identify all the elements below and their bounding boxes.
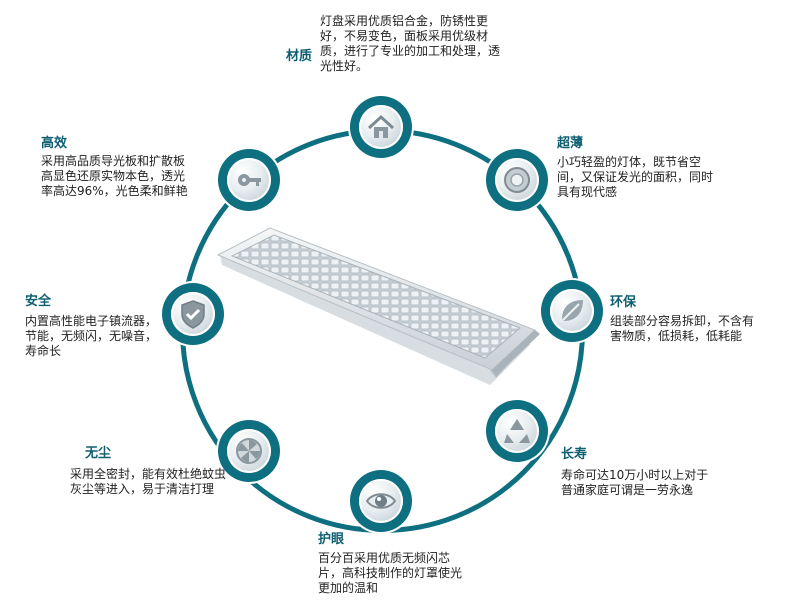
feature-desc-efficiency: 采用高品质导光板和扩散板高显色还原实物本色，透光率高达96%，光色柔和鲜艳: [41, 154, 188, 198]
feature-title-efficiency: 高效: [41, 136, 68, 151]
feature-title-material: 材质: [286, 49, 313, 64]
thin-disc-icon: [504, 167, 530, 193]
badge-thin: [486, 149, 548, 211]
badge-safety: [162, 283, 224, 345]
badge-material: [350, 96, 412, 158]
fan-icon: [236, 438, 262, 464]
feature-title-safety: 安全: [25, 294, 52, 309]
eye-icon: [365, 493, 397, 509]
feature-desc-eye-care: 百分百采用优质无频闪芯片，高科技制作的灯罩使光更加的温和: [318, 551, 463, 595]
feature-title-eye-care: 护眼: [318, 532, 345, 547]
badge-dustproof: [218, 420, 280, 482]
home-icon: [367, 114, 395, 138]
feature-desc-thin: 小巧轻盈的灯体，既节省空间，又保证发光的面积，同时具有现代感: [557, 155, 714, 199]
feature-title-eco: 环保: [610, 295, 637, 310]
badge-eco: [541, 280, 603, 342]
recycle-icon: [504, 419, 530, 443]
feature-desc-longevity: 寿命可达10万小时以上对于普通家庭可谓是一劳永逸: [561, 468, 709, 497]
badge-eye-care: [350, 470, 412, 532]
leaf-icon: [562, 300, 583, 321]
feature-title-thin: 超薄: [557, 136, 584, 151]
feature-desc-safety: 内置高性能电子镇流器，节能，无频闪，无噪音，寿命长: [25, 314, 158, 358]
badge-longevity: [486, 400, 548, 462]
feature-title-dustproof: 无尘: [85, 446, 112, 461]
feature-desc-eco: 组装部分容易拆卸，不含有害物质，低损耗，低耗能: [610, 314, 755, 343]
feature-title-longevity: 长寿: [561, 447, 588, 462]
feature-desc-dustproof: 采用全密封，能有效杜绝蚊虫灰尘等进入，易于清洁打理: [70, 467, 227, 496]
led-panel-light-image: [216, 227, 540, 385]
badge-efficiency: [218, 149, 280, 211]
key-icon: [238, 174, 261, 186]
feature-desc-material: 灯盘采用优质铝合金，防锈性更好，不易变色，面板采用优级材质，进行了专业的加工和处…: [320, 14, 501, 73]
shield-check-icon: [181, 300, 205, 329]
